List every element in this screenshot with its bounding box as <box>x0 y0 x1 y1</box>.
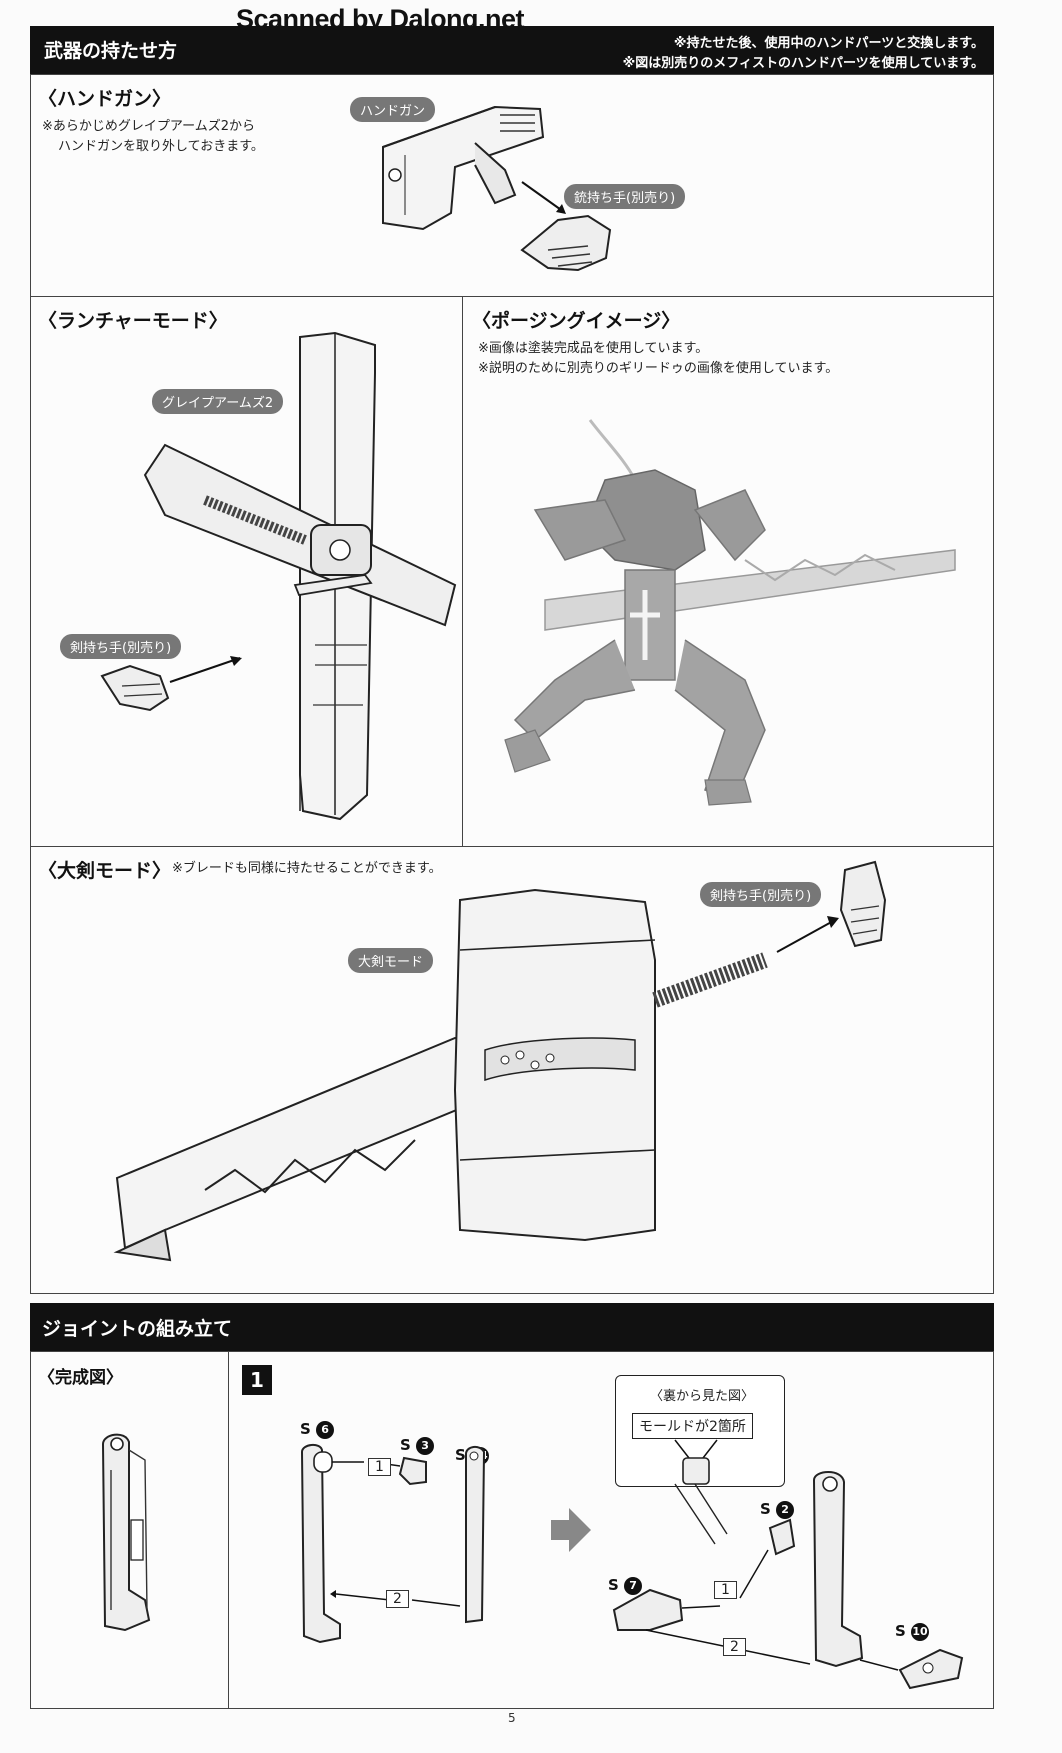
gun-hand-illustration <box>520 214 612 272</box>
handgun-arrow <box>521 181 566 214</box>
part-s6-label: S 6 <box>300 1420 335 1439</box>
page-title: 武器の持たせ方 <box>44 40 178 62</box>
back-view-detail-illustration <box>674 1439 728 1545</box>
order-marker-2: 2 <box>386 1590 409 1608</box>
handgun-note-1: ※あらかじめグレイプアームズ2から <box>42 119 255 134</box>
part-s6-number: 6 <box>316 1420 335 1439</box>
joint-title: ジョイントの組み立て <box>42 1318 233 1340</box>
sword-illustration <box>113 860 887 1262</box>
launcher-title: 〈ランチャーモード〉 <box>38 310 228 332</box>
handgun-title: 〈ハンドガン〉 <box>38 88 172 110</box>
part-s2-label: S 2 <box>760 1500 795 1519</box>
part-s10-number: 10 <box>911 1622 930 1641</box>
launcher-illustration <box>143 331 457 821</box>
back-view-label: 〈裏から見た図〉 <box>650 1389 755 1404</box>
part-s10-label: S 10 <box>895 1622 930 1641</box>
header-bar: 武器の持たせ方 ※持たせた後、使用中のハンドパーツと交換します。 ※図は別売りの… <box>30 26 994 74</box>
posing-figure-image <box>504 419 956 806</box>
label-grape-arms: グレイプアームズ2 <box>152 389 284 414</box>
order-marker-2-right: 2 <box>723 1638 746 1656</box>
step-1-assembly-illustration <box>612 1471 964 1690</box>
mold-note: モールドが2箇所 <box>632 1413 753 1439</box>
sword-note: ※ブレードも同様に持たせることができます。 <box>172 861 442 876</box>
page-number: 5 <box>508 1711 516 1725</box>
handgun-illustration <box>382 105 545 231</box>
step-1-parts-illustration <box>300 1444 486 1644</box>
joint-header-bar: ジョイントの組み立て <box>30 1303 994 1351</box>
complete-joint-illustration <box>101 1433 151 1632</box>
next-arrow-icon <box>551 1508 591 1552</box>
step-number: 1 <box>242 1365 272 1395</box>
order-marker-1-right: 1 <box>714 1581 737 1599</box>
label-handgun: ハンドガン <box>350 97 436 122</box>
label-gun-hand: 銃持ち手(別売り) <box>564 184 686 209</box>
part-s3-label: S 3 <box>400 1436 435 1455</box>
sword-hand-launcher-illustration <box>100 656 242 712</box>
part-s3-number: 3 <box>416 1436 435 1455</box>
header-note-1: ※持たせた後、使用中のハンドパーツと交換します。 <box>673 36 984 51</box>
label-sword-mode: 大剣モード <box>348 948 434 973</box>
label-sword-hand: 剣持ち手(別売り) <box>700 882 822 907</box>
order-marker-1: 1 <box>368 1458 391 1476</box>
part-s2-number: 2 <box>776 1500 795 1519</box>
handgun-note-2: ハンドガンを取り外しておきます。 <box>58 139 264 154</box>
posing-note-1: ※画像は塗装完成品を使用しています。 <box>478 341 709 356</box>
posing-title: 〈ポージングイメージ〉 <box>472 310 681 332</box>
header-note-2: ※図は別売りのメフィストのハンドパーツを使用しています。 <box>622 56 984 71</box>
label-sword-hand-launcher: 剣持ち手(別売り) <box>60 634 182 659</box>
step-1-box <box>228 1351 994 1709</box>
posing-note-2: ※説明のために別売りのギリードゥの画像を使用しています。 <box>478 361 839 376</box>
complete-view-label: 〈完成図〉 <box>38 1368 123 1388</box>
sword-title: 〈大剣モード〉 <box>38 860 172 882</box>
part-s7-label: S 7 <box>608 1576 643 1595</box>
part-s7-number: 7 <box>624 1576 643 1595</box>
